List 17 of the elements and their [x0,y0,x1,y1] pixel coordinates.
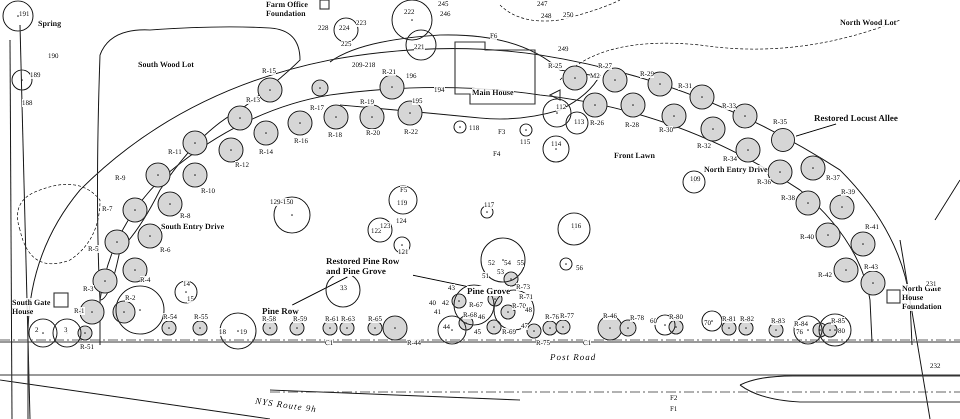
area-label: South Wood Lot [138,60,194,69]
road-label: NYS Route 9h [254,396,318,414]
leader-line [796,124,837,137]
leader-line [292,276,348,306]
road-label: Post Road [550,352,596,362]
area-label: South Entry Drive [161,222,224,231]
tree-circle [771,128,795,152]
leader-line [412,274,466,287]
callout-text: Pine Row [262,306,299,316]
area-label: Front Lawn [614,151,655,160]
area-label: South Gate House [12,298,52,316]
area-label: North Wood Lot [840,18,896,27]
callout-text: Restored Locust Allee [814,113,898,123]
callout-text: Pine Grove [467,286,510,296]
area-label: Main House [472,88,514,97]
area-label: North Entry Drive [704,165,768,174]
area-label: Spring [38,19,62,28]
